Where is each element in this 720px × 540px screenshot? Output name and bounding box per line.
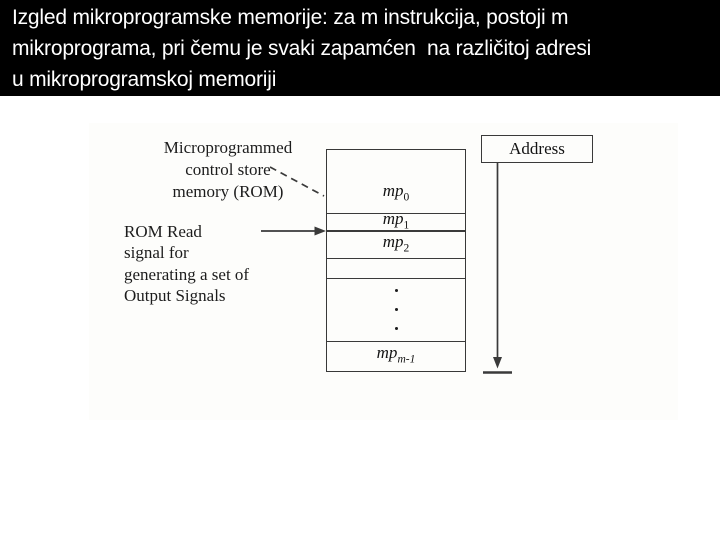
cell-label-subscript: 1 <box>403 218 410 231</box>
cell-label: mp <box>382 231 404 251</box>
diagram-image-background <box>89 123 678 420</box>
control-store-label: Microprogrammed control store memory (RO… <box>128 137 328 203</box>
rom-read-label: ROM Read signal for generating a set of … <box>124 221 324 306</box>
slide-title: Izgled mikroprogramske memorije: za m in… <box>0 0 720 96</box>
memory-cell-mp2: mp2 <box>327 232 465 259</box>
memory-cell-mp-m-1: mpm-1 <box>327 342 465 372</box>
control-store-memory-box: mp0 mp1 mp2 mpm-1 <box>326 149 466 372</box>
control-store-label-line: control store <box>185 160 271 179</box>
memory-cell-mp0: mp0 <box>327 150 465 214</box>
ellipsis-dot <box>394 308 398 311</box>
cell-label-subscript: m-1 <box>397 353 416 366</box>
slide-title-line: Izgled mikroprogramske memorije: za m in… <box>12 6 569 29</box>
control-store-label-line: memory (ROM) <box>172 182 284 201</box>
rom-read-label-line: generating a set of <box>124 264 250 284</box>
slide-title-line: mikroprograma, pri čemu je svaki zapamće… <box>12 37 592 60</box>
cell-label: mp <box>376 343 398 363</box>
address-box-label: Address <box>509 139 565 158</box>
cell-label: mp <box>382 181 404 201</box>
memory-cell-mp1: mp1 <box>327 210 465 232</box>
cell-label-subscript: 0 <box>403 191 410 204</box>
memory-cell-empty <box>327 259 465 279</box>
control-store-label-line: Microprogrammed <box>163 138 293 157</box>
ellipsis-dot <box>394 289 398 292</box>
cell-label: mp <box>382 208 404 228</box>
rom-read-label-line: signal for <box>124 243 189 263</box>
ellipsis-dot <box>394 327 398 330</box>
rom-read-label-line: ROM Read <box>124 222 202 241</box>
address-box: Address <box>481 135 593 163</box>
ellipsis-dots <box>327 279 465 342</box>
rom-read-label-line: Output Signals <box>124 285 226 305</box>
slide-title-line: u mikroprogramskoj memoriji <box>12 68 277 91</box>
cell-label-subscript: 2 <box>403 242 410 255</box>
